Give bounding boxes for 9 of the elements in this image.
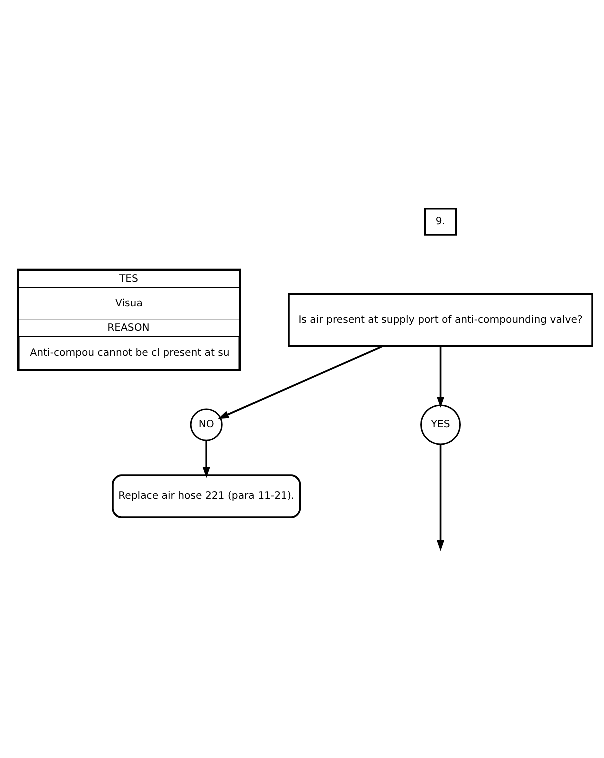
arrow bbox=[218, 346, 384, 420]
arrow bbox=[436, 346, 445, 408]
node-box: Replace air hose 221 (para 11-21). bbox=[112, 474, 302, 518]
node-circle: YES bbox=[420, 404, 461, 446]
arrow bbox=[436, 444, 445, 552]
node-box: Is air present at supply port of anti-compounding valve? bbox=[288, 293, 594, 348]
node-circle: NO bbox=[190, 408, 223, 442]
arrow bbox=[202, 440, 210, 478]
node-box: 9. bbox=[424, 208, 458, 236]
